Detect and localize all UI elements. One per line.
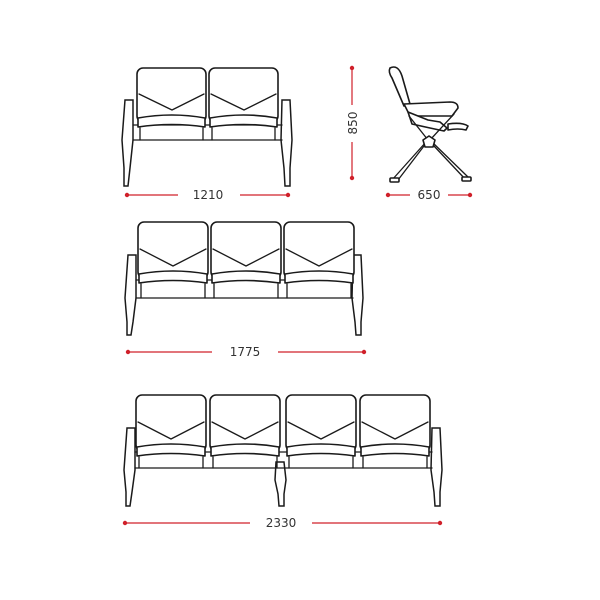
seat <box>285 394 357 469</box>
width-dimension-three-seat: 1775 <box>125 345 367 359</box>
seat <box>136 67 207 141</box>
width-label-four-seat: 2330 <box>266 516 297 530</box>
bench-two-seat <box>121 67 293 187</box>
seat <box>137 221 209 299</box>
seat <box>209 394 281 469</box>
width-label-three-seat: 1775 <box>230 345 261 359</box>
bench-three-seat <box>124 221 364 336</box>
side-view <box>388 66 472 183</box>
width-dimension-four-seat: 2330 <box>122 516 443 530</box>
seat <box>135 394 207 469</box>
width-dimension-two-seat: 1210 <box>124 188 291 202</box>
bench-four-seat <box>123 394 443 507</box>
seat <box>210 221 282 299</box>
depth-dimension: 650 <box>385 188 473 202</box>
height-dimension: 850 <box>346 65 360 181</box>
height-label: 850 <box>346 112 360 135</box>
width-label-two-seat: 1210 <box>193 188 224 202</box>
seat <box>283 221 355 299</box>
seat <box>359 394 431 469</box>
depth-label: 650 <box>418 188 441 202</box>
seat <box>208 67 279 141</box>
